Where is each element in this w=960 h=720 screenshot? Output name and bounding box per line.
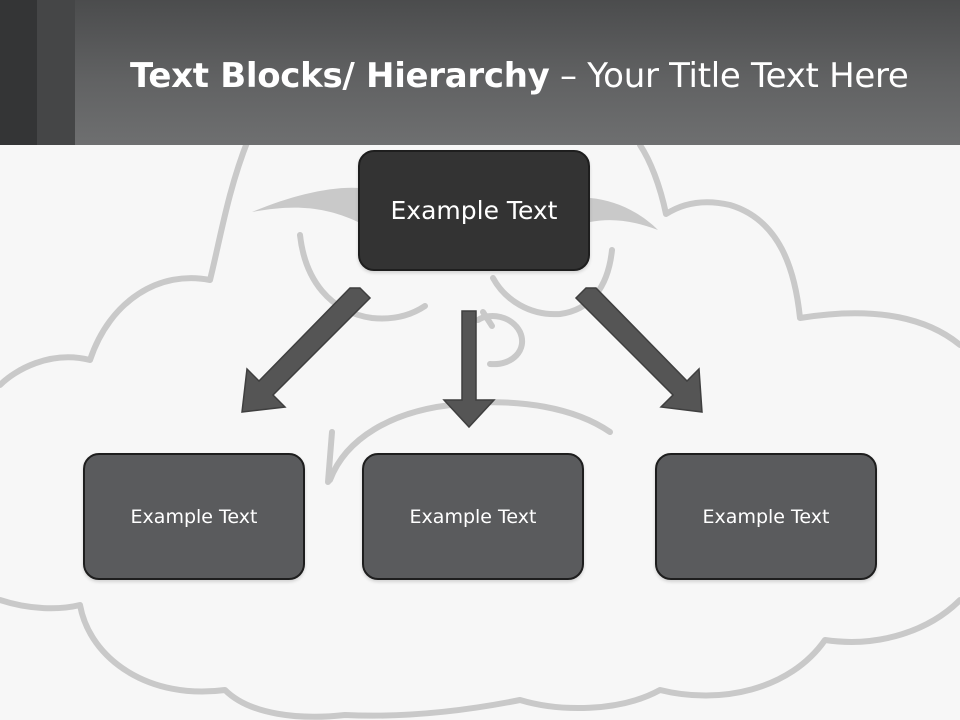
hierarchy-child-box-label: Example Text xyxy=(130,505,258,528)
hierarchy-child-box-right: Example Text xyxy=(655,453,877,580)
hierarchy-top-box: Example Text xyxy=(358,150,590,271)
right-eye xyxy=(490,247,615,318)
slide-header: Text Blocks/ Hierarchy – Your Title Text… xyxy=(0,0,960,145)
left-eye xyxy=(297,232,428,322)
right-eyebrow xyxy=(590,198,658,230)
arrow-to-right-child xyxy=(574,287,703,413)
hierarchy-child-box-label: Example Text xyxy=(409,505,537,528)
hierarchy-top-box-label: Example Text xyxy=(390,196,558,225)
slide-title-bold: Text Blocks/ Hierarchy xyxy=(130,56,550,96)
header-accent-strip-mid xyxy=(37,0,75,145)
hierarchy-child-box-center: Example Text xyxy=(362,453,584,580)
slide-title-separator: – xyxy=(549,56,588,96)
nose-curl xyxy=(475,313,525,368)
arrow-to-center-child xyxy=(442,310,496,429)
slide-title: Text Blocks/ Hierarchy – Your Title Text… xyxy=(130,52,909,100)
hierarchy-child-box-left: Example Text xyxy=(83,453,305,580)
left-eyebrow xyxy=(252,187,360,222)
arrow-to-left-child xyxy=(241,287,372,413)
header-accent-strip-dark xyxy=(0,0,37,145)
slide-title-regular: Your Title Text Here xyxy=(587,56,909,96)
cloud-outline xyxy=(0,137,960,720)
hierarchy-child-box-label: Example Text xyxy=(702,505,830,528)
